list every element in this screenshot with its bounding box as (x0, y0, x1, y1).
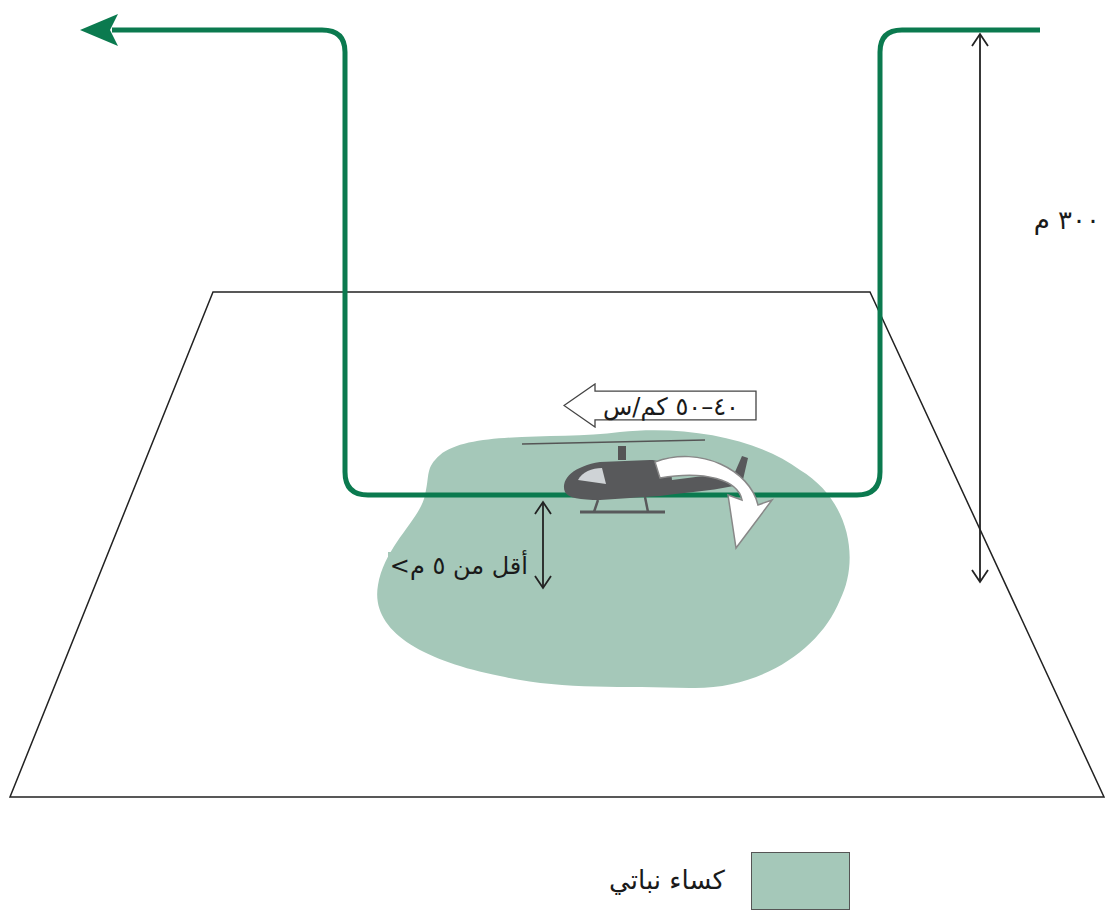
dimension-line (542, 502, 544, 588)
dimension-arrowhead (535, 576, 551, 588)
rotor-wash-arrow (655, 457, 772, 548)
dimension-line (979, 34, 981, 582)
ground-plane (10, 292, 1104, 797)
dimension-arrowhead (972, 570, 988, 582)
speed-text: ٤٠–٥٠ كم/س (563, 383, 757, 430)
dimension-label: ٣٠٠ م (1034, 205, 1100, 236)
flight-path-arrowhead (80, 14, 118, 46)
speed-label: ٤٠–٥٠ كم/س (603, 393, 739, 422)
dimension-label: <أقل من ٥ م (388, 552, 530, 581)
legend-text: كساء نباتي (609, 865, 725, 896)
dimension-arrowhead (972, 34, 988, 46)
legend-swatch (751, 852, 850, 910)
speed-arrow: ٤٠–٥٠ كم/س (563, 383, 757, 428)
flight-path (112, 30, 1040, 495)
dimension-arrowhead (535, 502, 551, 514)
vegetation-area (377, 430, 849, 688)
